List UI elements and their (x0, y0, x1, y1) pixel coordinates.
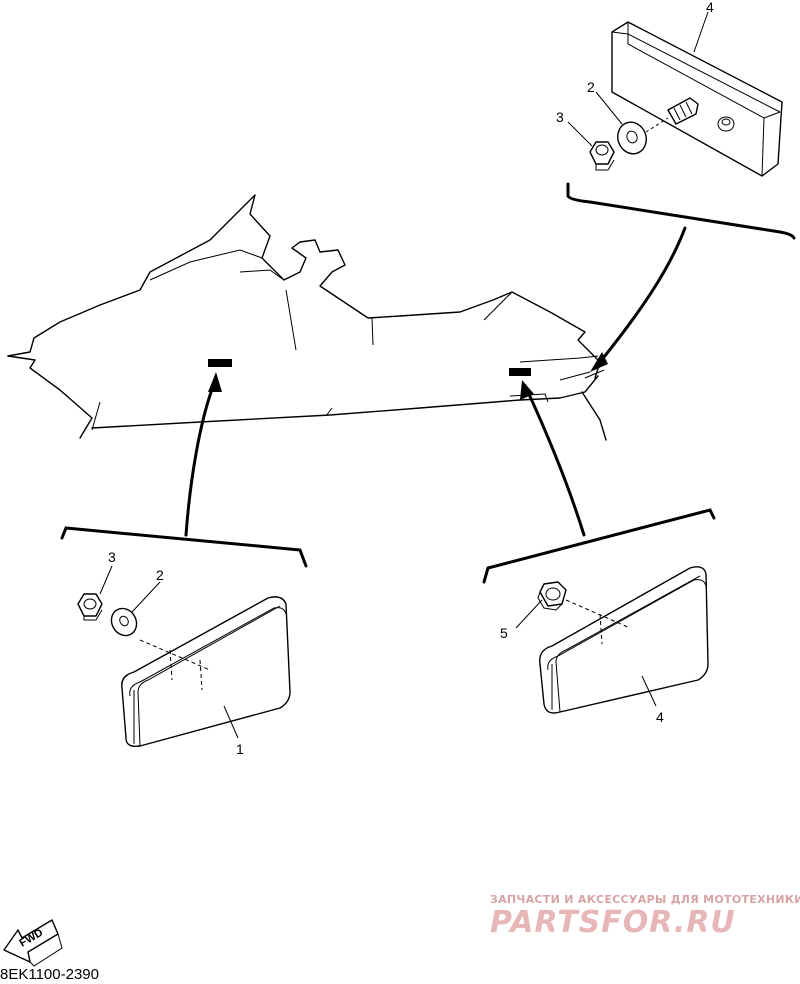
left-washer (110, 607, 138, 637)
top-leader-line (598, 226, 687, 364)
callout-right-reflector: 4 (656, 709, 664, 725)
watermark-tagline: ЗАПЧАСТИ И АКСЕССУАРЫ ДЛЯ МОТОТЕХНИКИ (490, 893, 800, 906)
right-leader-line (526, 390, 586, 537)
fwd-arrow-icon (3, 919, 59, 963)
top-washer (617, 121, 647, 155)
leader-arrows (184, 226, 687, 537)
callout-left-reflector: 1 (236, 741, 244, 757)
right-reflector (539, 566, 709, 714)
left-leader-line (184, 382, 216, 537)
callout-left-nut: 3 (108, 549, 116, 565)
top-reflector-assembly (567, 11, 783, 177)
part-code: 8EK1100-2390 (0, 966, 99, 983)
left-reflector-location-marker (208, 359, 232, 367)
fwd-arrow: FWD (3, 919, 63, 967)
callout-top-reflector: 4 (706, 0, 714, 15)
snowmobile-outline (7, 194, 607, 441)
callout-top-washer: 2 (587, 79, 595, 95)
top-reflector-stud (717, 116, 735, 132)
top-leader-arrowhead (590, 352, 608, 372)
top-reflector-bolt (667, 97, 699, 125)
fwd-label: FWD (18, 927, 46, 950)
right-reflector-assembly (515, 566, 709, 714)
callout-top-nut: 3 (556, 109, 564, 125)
rear-reflector-location-marker (509, 368, 531, 376)
callout-right-nut: 5 (500, 625, 508, 641)
left-reflector (121, 596, 291, 748)
right-nut (539, 581, 567, 607)
callout-left-washer: 2 (156, 567, 164, 583)
left-reflector-assembly (77, 565, 291, 748)
left-leader-arrowhead (208, 372, 222, 392)
right-leader-arrowhead (520, 380, 534, 400)
left-group-bracket (60, 526, 308, 568)
right-group-bracket (482, 508, 716, 584)
left-nut (77, 593, 103, 617)
top-group-bracket (566, 182, 796, 240)
watermark-brand: PARTSFOR.RU (490, 905, 736, 940)
